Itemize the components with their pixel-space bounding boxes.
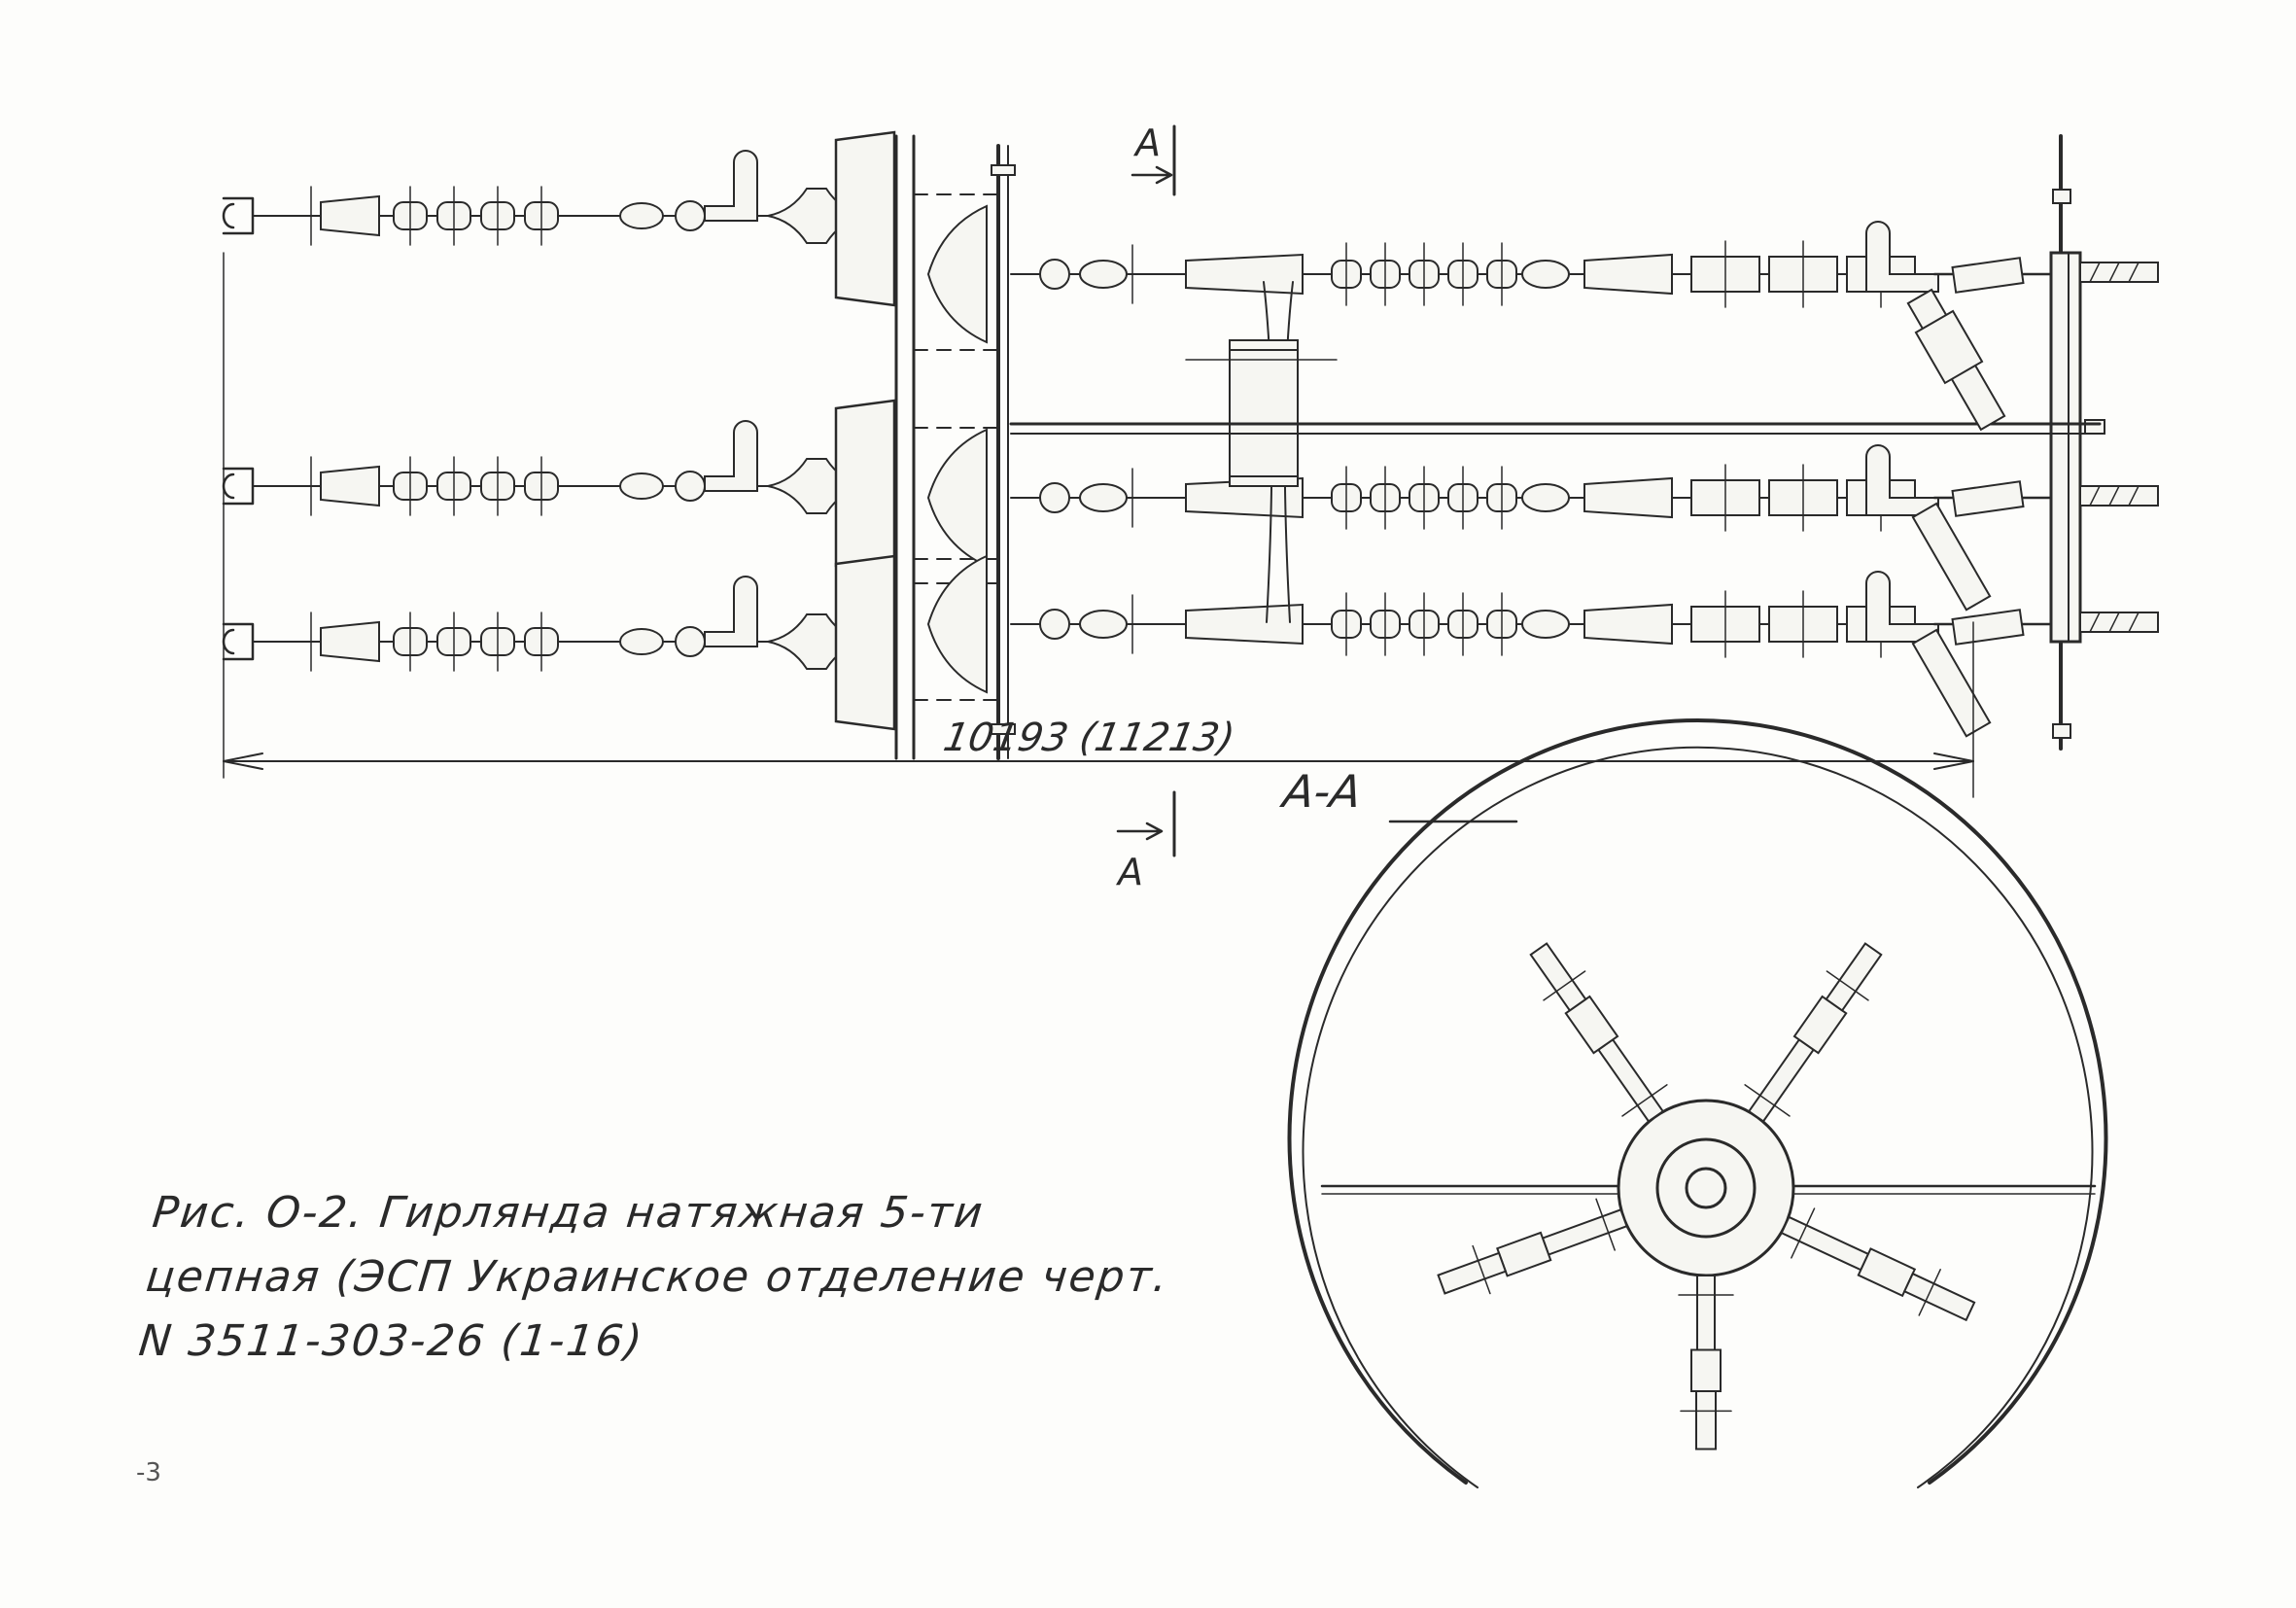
- left-string: [222, 554, 896, 731]
- radial-arm: [1780, 1207, 1976, 1322]
- section-mark-top: A: [1131, 122, 1176, 196]
- radial-arm: [1678, 1275, 1734, 1451]
- right-string: [926, 204, 2053, 344]
- caption-line-3: N 3511-303-26 (1-16): [136, 1316, 646, 1366]
- caption-line-2: цепная (ЭСП Украинское отделение черт.: [143, 1252, 1172, 1302]
- spacer-bar: [1185, 281, 1338, 623]
- arcing-horns: [1906, 257, 2025, 738]
- section-a-a: А-А: [1277, 718, 2108, 1488]
- left-insulator-strings: [222, 130, 896, 731]
- anchor-plate: [2049, 134, 2159, 751]
- left-string: [222, 130, 896, 307]
- section-label-top: A: [1132, 122, 1161, 164]
- corner-mark: -3: [136, 1458, 161, 1487]
- radial-insulator-arms: [1437, 942, 1976, 1451]
- radial-arm: [1437, 1198, 1628, 1295]
- radial-arm: [1529, 942, 1668, 1123]
- figure-caption: Рис. О-2. Гирлянда натяжная 5-ти цепная …: [136, 1181, 1304, 1374]
- right-insulator-strings: [926, 204, 2053, 694]
- yoke-plates: [894, 134, 1016, 760]
- section-title: А-А: [1277, 765, 1365, 818]
- caption-line-1: Рис. О-2. Гирлянда натяжная 5-ти: [150, 1188, 987, 1238]
- dimension-line: 10193 (11213): [223, 252, 1974, 798]
- section-mark-bottom: A: [1115, 790, 1176, 893]
- radial-arm: [1744, 942, 1883, 1123]
- dimension-label: 10193 (11213): [940, 715, 1238, 760]
- right-string: [926, 554, 2053, 694]
- left-string: [222, 399, 896, 576]
- section-label-bottom: A: [1115, 851, 1143, 893]
- right-string: [926, 428, 2053, 568]
